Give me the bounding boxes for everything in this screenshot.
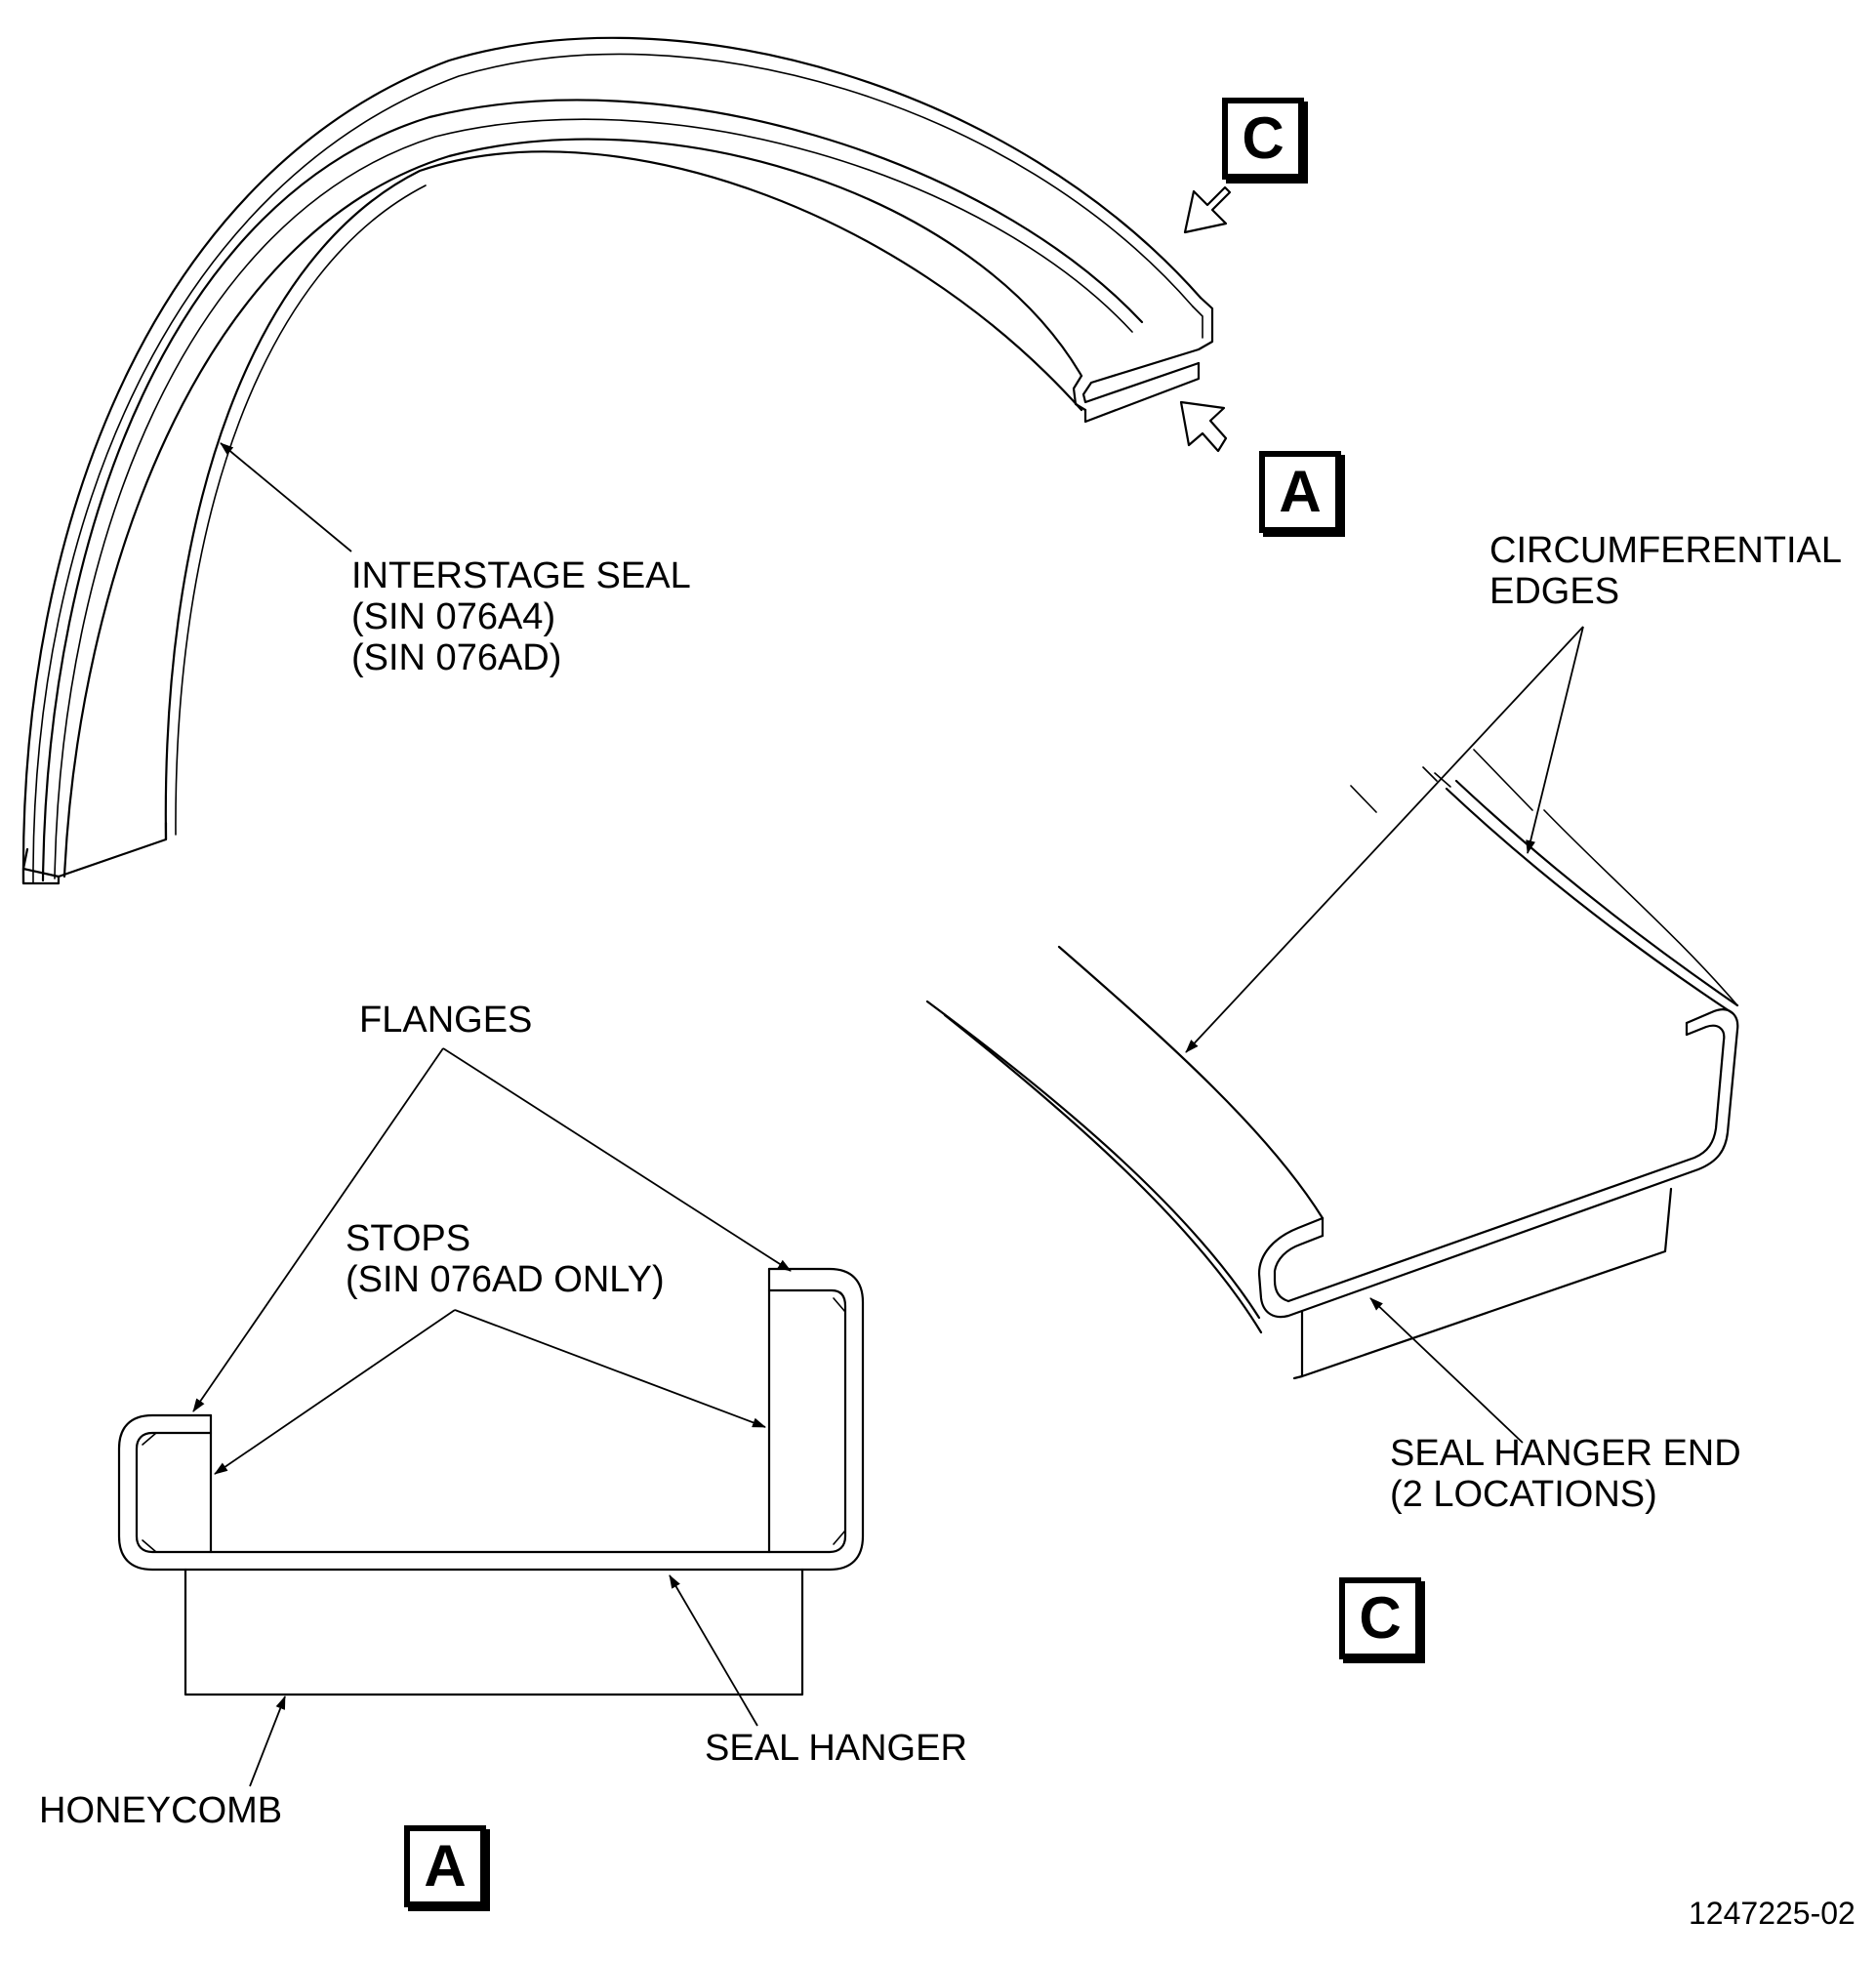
interstage-seal-label: INTERSTAGE SEAL (SIN 076A4) (SIN 076AD) bbox=[351, 555, 691, 678]
view-c-title-box: C bbox=[1339, 1577, 1425, 1663]
circumferential-edges-label: CIRCUMFERENTIAL EDGES bbox=[1489, 530, 1842, 612]
flanges-text: FLANGES bbox=[359, 1000, 533, 1041]
flanges-leader-1 bbox=[192, 1047, 444, 1412]
view-a-section bbox=[117, 1267, 865, 1696]
honeycomb-label: HONEYCOMB bbox=[39, 1790, 282, 1831]
stops-leader-2 bbox=[454, 1309, 766, 1428]
flanges-label: FLANGES bbox=[359, 1000, 532, 1041]
interstage-seal-part bbox=[21, 36, 1214, 885]
interstage-seal-sin-a4: (SIN 076A4) bbox=[351, 596, 556, 637]
interstage-seal-leader bbox=[220, 442, 352, 552]
seal-hanger-text: SEAL HANGER bbox=[705, 1728, 967, 1769]
seal-hanger-leader bbox=[669, 1574, 758, 1727]
stops-leader-1 bbox=[214, 1309, 456, 1475]
honeycomb-text: HONEYCOMB bbox=[39, 1790, 283, 1831]
view-a-title-box: A bbox=[404, 1825, 490, 1911]
seal-hanger-end-leader bbox=[1369, 1297, 1524, 1444]
circumferential-edges-leader-1 bbox=[1185, 626, 1584, 1053]
honeycomb-leader bbox=[249, 1695, 286, 1787]
view-a-callout-box: A bbox=[1259, 451, 1345, 537]
drawing-number: 1247225-02 bbox=[1689, 1896, 1856, 1931]
view-c-callout-box: C bbox=[1222, 98, 1308, 184]
stops-text: STOPS bbox=[346, 1218, 471, 1259]
circumferential-line-2: EDGES bbox=[1489, 571, 1620, 612]
seal-hanger-end-locations: (2 LOCATIONS) bbox=[1390, 1474, 1657, 1515]
seal-hanger-end-label: SEAL HANGER END (2 LOCATIONS) bbox=[1390, 1433, 1741, 1515]
view-c-detail bbox=[925, 749, 1739, 1380]
interstage-seal-name: INTERSTAGE SEAL bbox=[351, 555, 691, 596]
stops-label: STOPS (SIN 076AD ONLY) bbox=[346, 1218, 665, 1300]
seal-hanger-label: SEAL HANGER bbox=[705, 1728, 967, 1769]
circumferential-line-1: CIRCUMFERENTIAL bbox=[1489, 530, 1843, 571]
interstage-seal-sin-ad: (SIN 076AD) bbox=[351, 637, 562, 678]
seal-hanger-end-text: SEAL HANGER END bbox=[1390, 1433, 1741, 1474]
flanges-leader-2 bbox=[442, 1047, 792, 1272]
view-c-direction-arrow bbox=[1183, 185, 1232, 234]
circumferential-edges-leader-2 bbox=[1526, 626, 1584, 854]
view-a-direction-arrow bbox=[1179, 400, 1228, 453]
stops-sin-note: (SIN 076AD ONLY) bbox=[346, 1259, 665, 1300]
